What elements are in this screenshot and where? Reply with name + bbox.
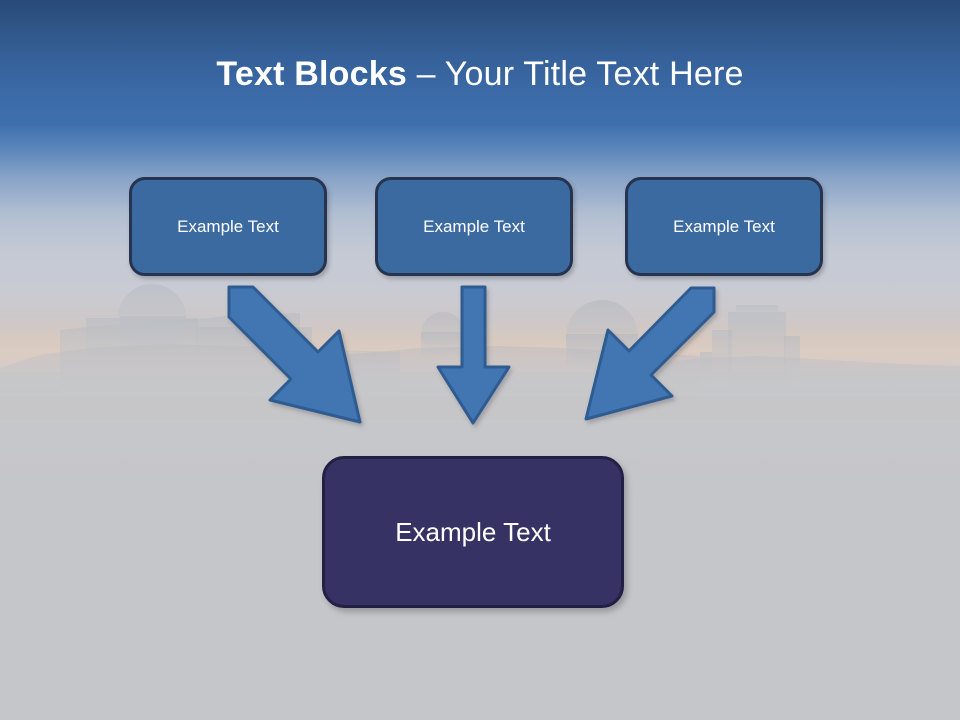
text-block-3[interactable]: Example Text	[625, 177, 823, 276]
text-block-2[interactable]: Example Text	[375, 177, 573, 276]
arrow-right-diagonal	[584, 286, 716, 421]
title-regular-part: Your Title Text Here	[444, 55, 744, 93]
text-block-1-label: Example Text	[177, 216, 279, 236]
text-block-3-label: Example Text	[673, 216, 775, 236]
slide-title: Text Blocks – Your Title Text Here	[0, 52, 960, 96]
text-block-1[interactable]: Example Text	[129, 177, 327, 276]
result-text-block[interactable]: Example Text	[322, 456, 624, 608]
arrow-middle	[436, 285, 511, 425]
title-bold-part: Text Blocks	[216, 55, 407, 93]
arrow-left-diagonal	[227, 285, 362, 424]
title-separator: –	[406, 55, 445, 93]
result-text-block-label: Example Text	[395, 516, 551, 547]
text-block-2-label: Example Text	[423, 216, 525, 236]
